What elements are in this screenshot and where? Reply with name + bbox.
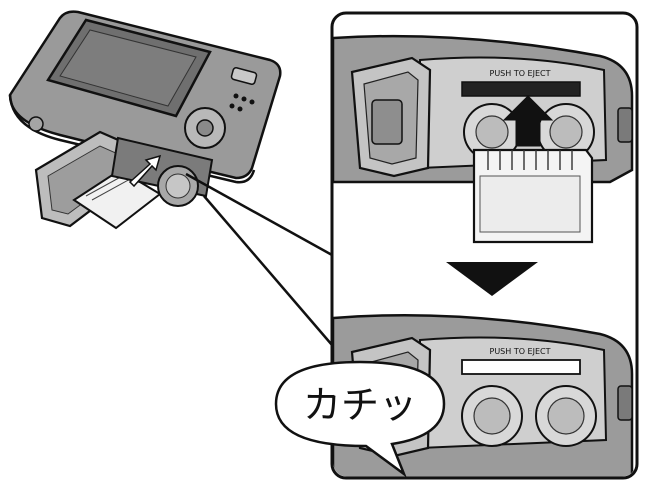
detail-top-inserting: PUSH TO EJECT <box>333 34 634 244</box>
slot-label-bottom: PUSH TO EJECT <box>490 347 551 356</box>
slot-label-top: PUSH TO EJECT <box>490 69 551 78</box>
up-arrow-icon <box>502 95 554 147</box>
click-sound-callout: カチッ <box>274 360 446 478</box>
camera-overview <box>8 10 282 230</box>
click-sound-text: カチッ <box>303 383 417 427</box>
inserted-card <box>461 359 581 375</box>
small-insert-arrow-icon <box>128 154 162 188</box>
down-triangle-icon <box>446 262 538 296</box>
zoom-connector-bottom <box>203 195 333 346</box>
zoom-connector-top <box>185 172 333 257</box>
card-slot-top <box>461 81 581 97</box>
